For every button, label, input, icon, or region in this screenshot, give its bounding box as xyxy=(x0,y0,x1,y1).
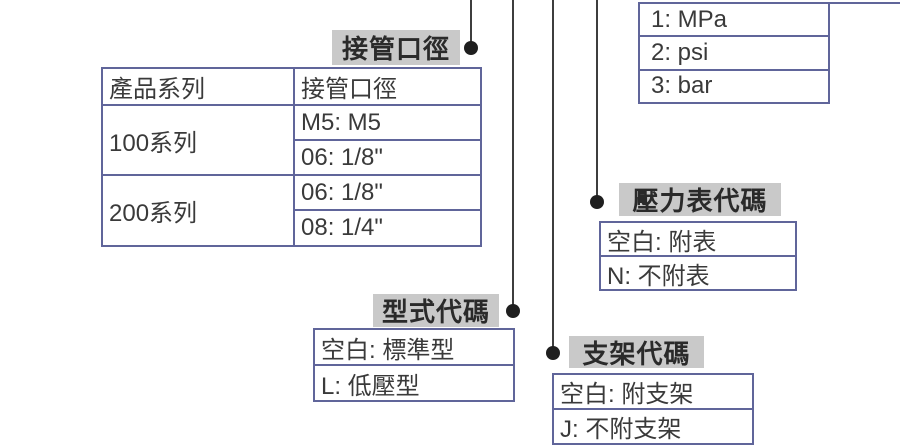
gauge-option: 空白: 附表 xyxy=(607,228,717,256)
unit-option: 1: MPa xyxy=(651,5,728,33)
table-cell-port: M5: M5 xyxy=(293,104,482,141)
type-option: L: 低壓型 xyxy=(315,364,513,400)
bracket-option: J: 不附支架 xyxy=(554,408,752,443)
type-code-label: 型式代碼 xyxy=(373,294,499,327)
connector-dot-gauge xyxy=(590,195,604,209)
bracket-code-box: 空白: 附支架 J: 不附支架 xyxy=(552,373,754,445)
table-header-series: 產品系列 xyxy=(101,67,295,106)
table-cell-port: 06: 1/8" xyxy=(293,174,482,211)
table-cell-series: 100系列 xyxy=(101,104,295,176)
type-option: 空白: 標準型 xyxy=(321,336,455,364)
table-header-port: 接管口徑 xyxy=(293,67,482,106)
unit-code-box: 1: MPa 2: psi 3: bar xyxy=(638,2,830,104)
connector-line-type xyxy=(512,0,514,305)
connector-line-gauge xyxy=(596,0,598,196)
table-cell-series: 200系列 xyxy=(101,174,295,247)
table-cell-port: 08: 1/4" xyxy=(293,209,482,247)
bracket-option: 空白: 附支架 xyxy=(560,381,694,408)
port-size-table: 產品系列 接管口徑 100系列 M5: M5 06: 1/8" 200系列 06… xyxy=(101,67,482,247)
cutoff-border-line xyxy=(830,2,900,4)
gauge-code-box: 空白: 附表 N: 不附表 xyxy=(599,221,797,291)
connector-line-port xyxy=(470,0,472,42)
connector-line-bracket xyxy=(552,0,554,347)
unit-option: 3: bar xyxy=(640,68,828,102)
gauge-code-label: 壓力表代碼 xyxy=(619,183,781,216)
gauge-option: N: 不附表 xyxy=(601,255,795,289)
connector-dot-type xyxy=(506,304,520,318)
connector-dot-bracket xyxy=(546,346,560,360)
connector-dot-port xyxy=(464,41,478,55)
table-cell-port: 06: 1/8" xyxy=(293,139,482,176)
type-code-box: 空白: 標準型 L: 低壓型 xyxy=(313,328,515,402)
bracket-code-label: 支架代碼 xyxy=(569,336,704,369)
unit-option: 2: psi xyxy=(640,35,828,68)
port-size-label: 接管口徑 xyxy=(332,30,460,65)
